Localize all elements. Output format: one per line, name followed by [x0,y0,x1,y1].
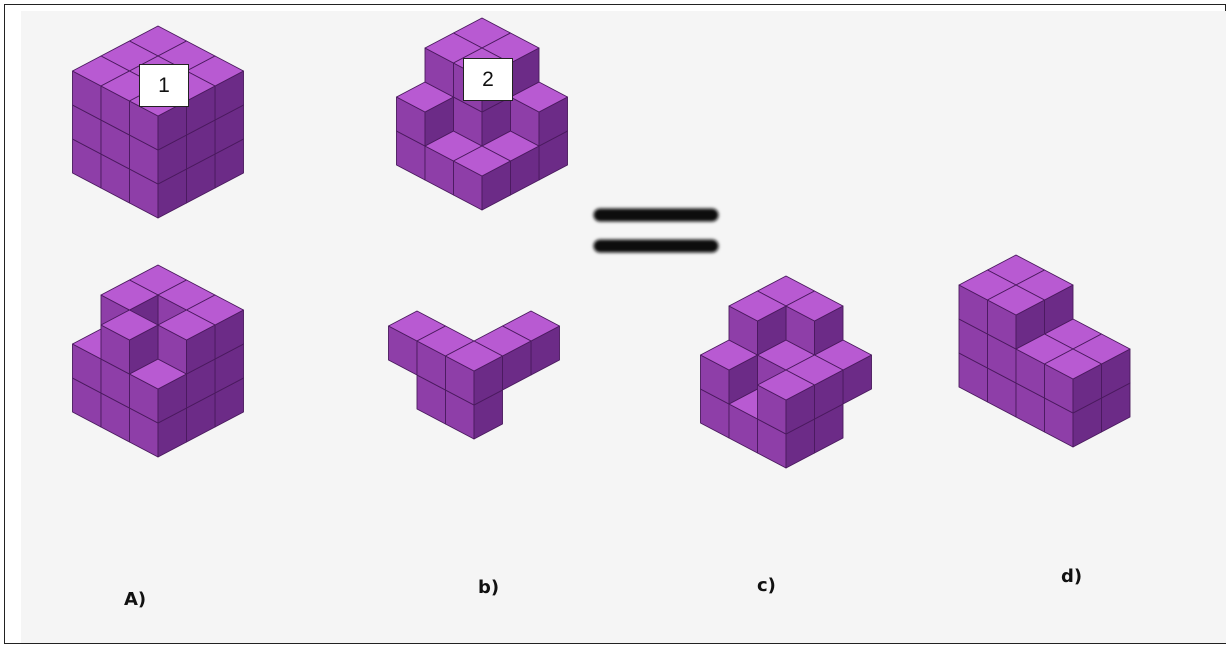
unit-cube [453,145,511,211]
unit-cube [396,81,454,147]
option-c-label[interactable]: c) [757,575,776,596]
option-b-label[interactable]: b) [478,577,500,598]
unit-cube [728,290,787,356]
figure-1-cube [72,25,244,219]
unit-cube [157,309,216,375]
option-a-label[interactable]: A) [124,589,147,610]
equals-sign [593,208,719,253]
option-c-shape [700,275,872,469]
figure-1-label: 1 [139,64,189,107]
unit-cube [785,290,844,356]
unit-cube [510,81,568,147]
unit-cube [445,340,503,406]
unit-cube [100,309,159,375]
option-d-shape [958,254,1131,448]
unit-cube [757,369,815,435]
figure-2-label: 2 [463,58,513,101]
figure-2-stepped-block [396,17,568,211]
option-d-label[interactable]: d) [1061,566,1083,587]
unit-cube [1044,348,1102,414]
option-b-shape [388,310,560,440]
option-a-shape [72,264,244,458]
unit-cube [987,284,1045,350]
